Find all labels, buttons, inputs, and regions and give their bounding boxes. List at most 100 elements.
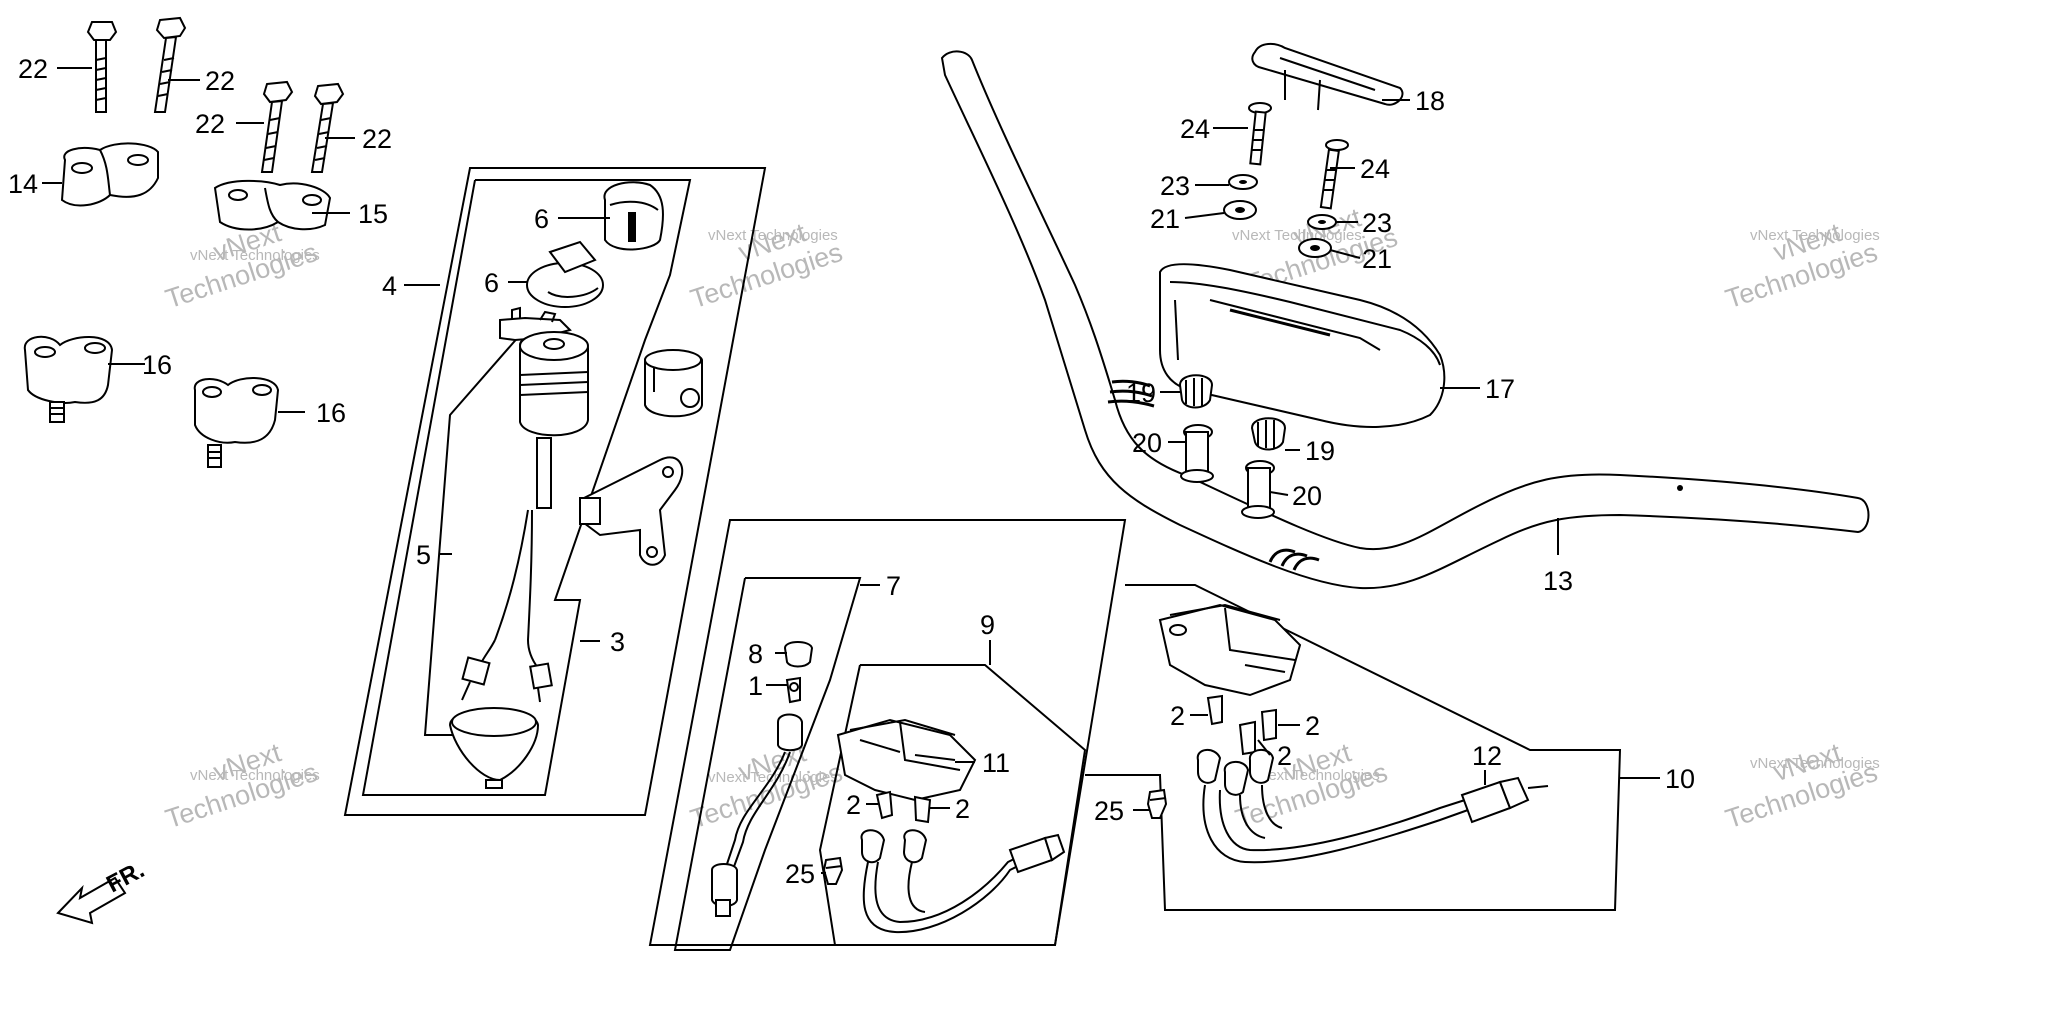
collar-20-a: [1180, 424, 1214, 483]
callout: 8: [748, 639, 763, 669]
harness-9: [860, 829, 1066, 934]
handlebar-13: [940, 50, 1870, 590]
callout: 5: [416, 540, 431, 570]
ignition-wires-5: [461, 509, 553, 703]
grommet-21-b: [1298, 238, 1332, 258]
handlebar-lower-holder-16-a: [23, 335, 114, 423]
callout: 7: [886, 571, 901, 601]
relay-unit-10: [1158, 603, 1302, 697]
callout: 23: [1362, 208, 1392, 238]
callout: 25: [785, 859, 815, 889]
callout: 20: [1132, 428, 1162, 458]
emblem-18: [1251, 42, 1404, 111]
callout: 22: [362, 124, 392, 154]
cap-8: [783, 641, 814, 668]
callout: 2: [846, 790, 861, 820]
callout: 20: [1292, 481, 1322, 511]
screw-24-b: [1319, 139, 1349, 210]
washer-23-a: [1228, 174, 1258, 190]
rubber-19-b: [1250, 417, 1287, 451]
relay-unit-11: [836, 718, 977, 802]
callout: 11: [982, 748, 1010, 778]
watermark-small: vNext Technologies: [1750, 755, 1880, 772]
callout: 24: [1180, 114, 1210, 144]
callout: 2: [1305, 711, 1320, 741]
watermark-small: vNext Technologies: [1250, 767, 1380, 784]
frame-group-5: [423, 334, 521, 736]
collar-20-b: [1241, 460, 1275, 519]
ignition-switch-body: [499, 306, 589, 509]
callout: 13: [1543, 566, 1573, 596]
frame-group-3: [361, 179, 692, 796]
grommet-25-b: [1146, 788, 1168, 819]
handlebar-cover-17: [1159, 263, 1446, 428]
callout: 18: [1415, 86, 1445, 116]
handlebar-lower-holder-16-b: [193, 377, 280, 468]
frame-group-9: [818, 664, 1087, 946]
callout: 3: [610, 627, 625, 657]
callout: 24: [1360, 154, 1390, 184]
ignition-cap-6-a: [603, 181, 664, 251]
watermark-small: vNext Technologies: [708, 769, 838, 786]
watermark-small: vNext Technologies: [1750, 227, 1880, 244]
callout: 2: [1277, 741, 1292, 771]
ignition-cap-6-b: [526, 240, 604, 308]
callout: 4: [382, 271, 397, 301]
frame-group-7: [673, 577, 862, 951]
callout: 22: [195, 109, 225, 139]
watermark-small: vNext Technologies: [708, 227, 838, 244]
rubber-19-a: [1178, 374, 1214, 409]
leader-lines: [42, 67, 1660, 874]
callout: 12: [1472, 741, 1502, 771]
callout: 22: [18, 54, 48, 84]
wire-7: [711, 713, 803, 917]
switch-bracket: [579, 456, 684, 566]
callout: 14: [8, 169, 38, 199]
ignition-cover-bottom: [448, 707, 540, 789]
frame-group-4: [343, 167, 767, 816]
callout: 16: [142, 350, 172, 380]
screw-24-a: [1248, 102, 1272, 166]
callout: 1: [748, 671, 763, 701]
callout: 16: [316, 398, 346, 428]
callout: 2: [1170, 701, 1185, 731]
terminal-2-b: [913, 795, 932, 824]
callout: 23: [1160, 171, 1190, 201]
bolt-22-c: [260, 80, 294, 173]
callout: 6: [484, 268, 499, 298]
callout: 19: [1305, 436, 1335, 466]
callout: 21: [1362, 244, 1392, 274]
washer-23-b: [1307, 214, 1337, 230]
key-switch-small: [644, 349, 703, 418]
handlebar-upper-holder-14: [60, 142, 159, 207]
callout: 19: [1126, 378, 1156, 408]
callout: 15: [358, 199, 388, 229]
callout: 25: [1094, 796, 1124, 826]
harness-12: [1196, 749, 1549, 864]
callout: 21: [1150, 204, 1180, 234]
callout: 10: [1665, 764, 1695, 794]
callout-labels: 22 22 22 22 14 15 16 16 4 6 6 5 3 7 8 1 …: [8, 54, 1695, 889]
terminal-2-a: [875, 790, 894, 820]
watermark: vNext Technologies: [1722, 217, 1881, 314]
watermark-small: vNext Technologies: [190, 247, 320, 264]
handlebar-upper-holder-15: [213, 179, 332, 231]
watermark: vNext Technologies: [1722, 737, 1881, 834]
watermark-small: vNext Technologies: [1232, 227, 1362, 244]
callout: 22: [205, 66, 235, 96]
grommet-25-a: [822, 856, 844, 885]
callout: 9: [980, 610, 995, 640]
bolt-22-d: [310, 82, 345, 173]
bolt-22-a: [86, 21, 118, 113]
terminal-1: [785, 676, 801, 704]
callout: 2: [955, 794, 970, 824]
grommet-21-a: [1223, 200, 1257, 220]
bolt-22-b: [153, 16, 187, 113]
watermark: vNext Technologies: [687, 217, 846, 314]
callout: 6: [534, 204, 549, 234]
terminal-2-d: [1238, 720, 1256, 756]
front-direction-indicator: FR.: [56, 856, 149, 925]
terminal-2-e: [1260, 708, 1277, 742]
terminal-2-c: [1206, 694, 1223, 726]
